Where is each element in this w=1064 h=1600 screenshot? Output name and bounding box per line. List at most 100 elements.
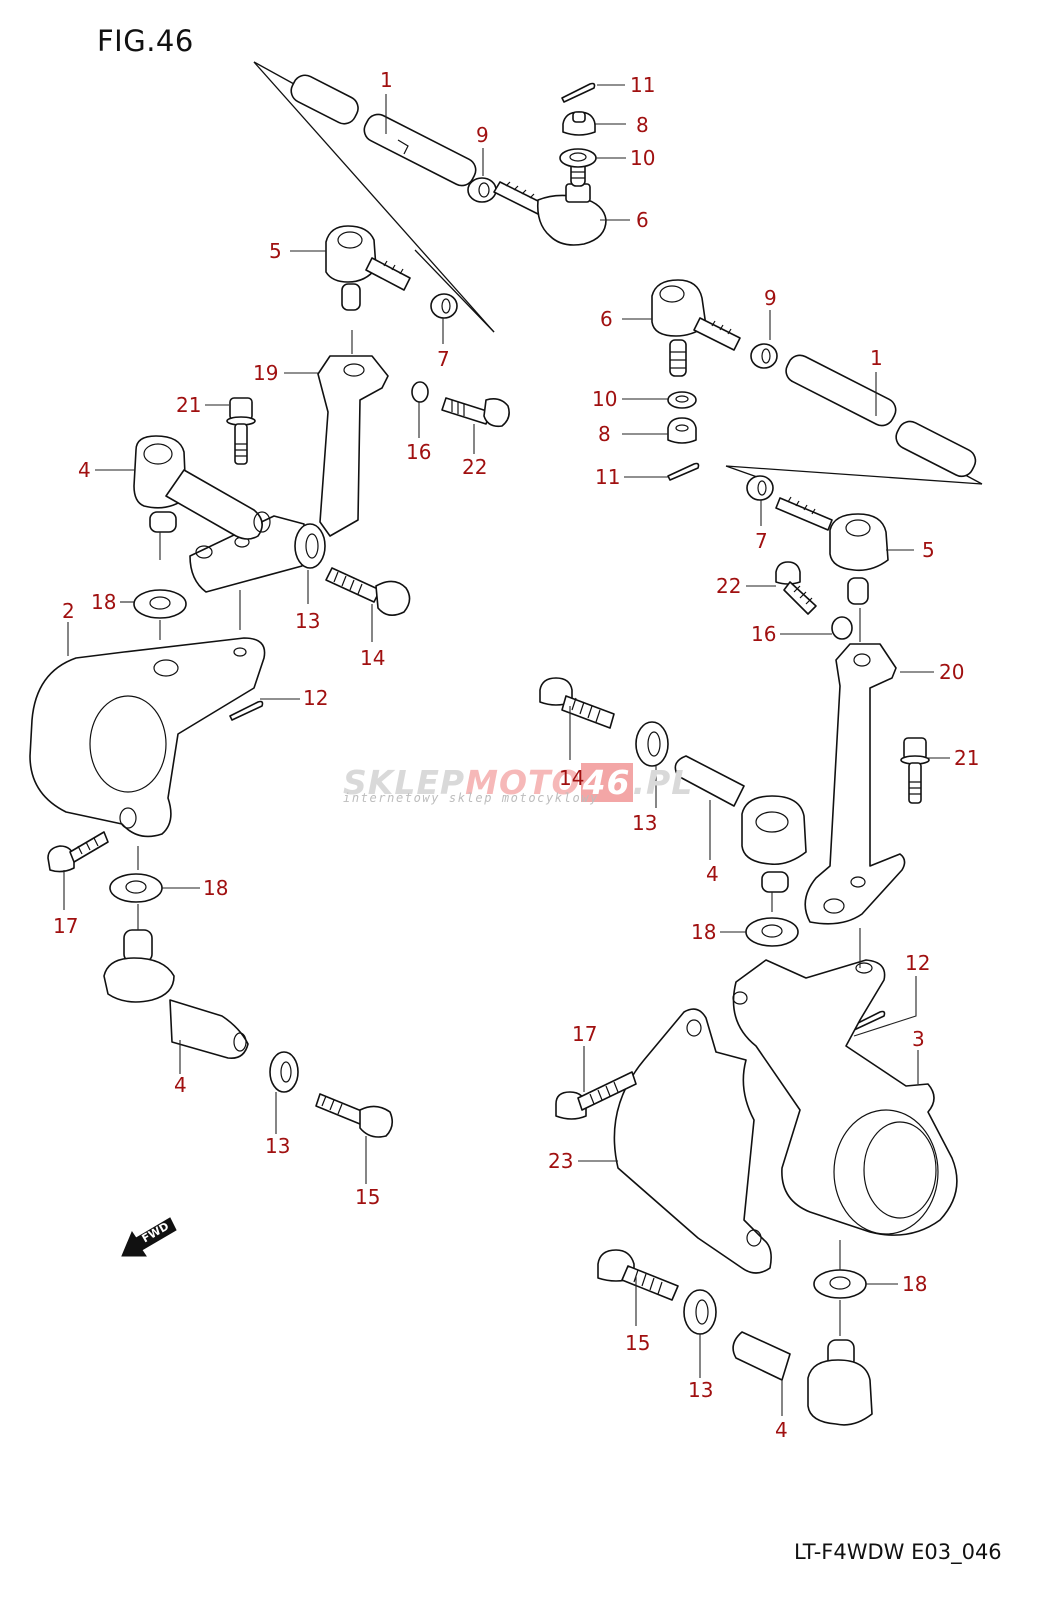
washer-13-lower-left[interactable] bbox=[269, 1051, 299, 1093]
callout-part-18[interactable]: 18 bbox=[902, 1272, 928, 1296]
brake-cover-23[interactable] bbox=[613, 1008, 772, 1274]
callout-part-10[interactable]: 10 bbox=[630, 146, 656, 170]
bolt-21-right[interactable] bbox=[900, 737, 930, 804]
tie-rod-end-6-right[interactable] bbox=[651, 279, 741, 377]
bolt-14-right[interactable] bbox=[539, 677, 615, 729]
callout-part-12[interactable]: 12 bbox=[303, 686, 329, 710]
bolt-22-right[interactable] bbox=[775, 561, 817, 615]
tie-rod-end-6-upper[interactable] bbox=[493, 157, 607, 246]
tie-rod-end-5-left[interactable] bbox=[325, 225, 411, 311]
tie-rod-upper[interactable] bbox=[287, 71, 480, 190]
callout-part-16[interactable]: 16 bbox=[751, 622, 777, 646]
callout-part-23[interactable]: 23 bbox=[548, 1149, 574, 1173]
callout-part-10[interactable]: 10 bbox=[592, 387, 618, 411]
washer-18-left-upper[interactable] bbox=[133, 589, 187, 619]
tie-rod-end-5-right[interactable] bbox=[775, 496, 889, 605]
callout-part-13[interactable]: 13 bbox=[688, 1378, 714, 1402]
callout-part-17[interactable]: 17 bbox=[53, 914, 79, 938]
ball-joint-4-right-lower[interactable] bbox=[732, 1331, 873, 1426]
washer-18-right-lower[interactable] bbox=[813, 1269, 867, 1299]
callout-part-1[interactable]: 1 bbox=[870, 346, 883, 370]
callout-part-12[interactable]: 12 bbox=[905, 951, 931, 975]
washer-13-upper-left[interactable] bbox=[294, 523, 326, 569]
callout-part-15[interactable]: 15 bbox=[625, 1331, 651, 1355]
ball-joint-4-upper-left[interactable] bbox=[133, 435, 271, 540]
callout-part-21[interactable]: 21 bbox=[176, 393, 202, 417]
washer-10-upper[interactable] bbox=[559, 148, 597, 168]
bolt-15-right[interactable] bbox=[597, 1249, 679, 1301]
callout-part-19[interactable]: 19 bbox=[253, 361, 279, 385]
knuckle-2-left[interactable] bbox=[29, 637, 266, 838]
callout-part-21[interactable]: 21 bbox=[954, 746, 980, 770]
cotter-pin-11-upper[interactable] bbox=[561, 82, 596, 103]
cotter-pin-12-right[interactable] bbox=[851, 1010, 886, 1031]
castle-nut-8-upper[interactable] bbox=[562, 111, 596, 136]
callout-part-4[interactable]: 4 bbox=[78, 458, 91, 482]
model-code: LT-F4WDW E03_046 bbox=[794, 1540, 1002, 1564]
callout-part-17[interactable]: 17 bbox=[572, 1022, 598, 1046]
callout-part-16[interactable]: 16 bbox=[406, 440, 432, 464]
callout-part-4[interactable]: 4 bbox=[706, 862, 719, 886]
callout-part-20[interactable]: 20 bbox=[939, 660, 965, 684]
callout-part-9[interactable]: 9 bbox=[476, 123, 489, 147]
callout-part-1[interactable]: 1 bbox=[380, 68, 393, 92]
callout-part-5[interactable]: 5 bbox=[922, 538, 935, 562]
tie-rod-right[interactable] bbox=[782, 351, 980, 480]
washer-18-left-lower[interactable] bbox=[109, 873, 163, 903]
cotter-pin-11-right[interactable] bbox=[667, 462, 700, 481]
callout-part-6[interactable]: 6 bbox=[636, 208, 649, 232]
lock-nut-9-upper[interactable] bbox=[467, 177, 497, 203]
callout-part-2[interactable]: 2 bbox=[62, 599, 75, 623]
callout-part-8[interactable]: 8 bbox=[636, 113, 649, 137]
callout-part-14[interactable]: 14 bbox=[360, 646, 386, 670]
callout-part-7[interactable]: 7 bbox=[437, 347, 450, 371]
cotter-pin-12-left[interactable] bbox=[229, 700, 264, 721]
ball-joint-4-right-upper[interactable] bbox=[674, 755, 807, 893]
callout-part-18[interactable]: 18 bbox=[203, 876, 229, 900]
callout-part-6[interactable]: 6 bbox=[600, 307, 613, 331]
callout-part-11[interactable]: 11 bbox=[595, 465, 621, 489]
callout-part-8[interactable]: 8 bbox=[598, 422, 611, 446]
bolt-14-left[interactable] bbox=[325, 567, 411, 616]
callout-part-4[interactable]: 4 bbox=[174, 1073, 187, 1097]
callout-part-7[interactable]: 7 bbox=[755, 529, 768, 553]
callout-part-13[interactable]: 13 bbox=[295, 609, 321, 633]
leader-lines bbox=[63, 84, 950, 1416]
knuckle-3-right[interactable] bbox=[732, 959, 958, 1236]
callout-part-13[interactable]: 13 bbox=[265, 1134, 291, 1158]
washer-10-right[interactable] bbox=[667, 391, 697, 409]
bolt-17-right[interactable] bbox=[555, 1071, 637, 1120]
pitman-arm-20[interactable] bbox=[804, 643, 906, 925]
callout-part-18[interactable]: 18 bbox=[691, 920, 717, 944]
callout-part-5[interactable]: 5 bbox=[269, 239, 282, 263]
watermark-logo: SKLEPMOTO46.PL bbox=[343, 763, 693, 802]
washer-18-right-upper[interactable] bbox=[745, 917, 799, 947]
nut-7-left[interactable] bbox=[430, 293, 458, 319]
callout-part-4[interactable]: 4 bbox=[775, 1418, 788, 1442]
nut-7-right[interactable] bbox=[746, 475, 774, 501]
lock-nut-9-right[interactable] bbox=[750, 343, 778, 369]
bolt-21-left[interactable] bbox=[226, 397, 256, 465]
callout-part-18[interactable]: 18 bbox=[91, 590, 117, 614]
bolt-17-left[interactable] bbox=[47, 831, 109, 873]
washer-13-right-lower[interactable] bbox=[683, 1289, 717, 1335]
callout-part-22[interactable]: 22 bbox=[462, 455, 488, 479]
pitman-arm-19[interactable] bbox=[189, 355, 389, 593]
watermark-tagline: internetowy sklep motocyklowy bbox=[343, 791, 599, 805]
ball-joint-4-lower-left[interactable] bbox=[103, 929, 249, 1060]
castle-nut-8-right[interactable] bbox=[667, 417, 697, 444]
callout-part-3[interactable]: 3 bbox=[912, 1027, 925, 1051]
bolt-15-left[interactable] bbox=[315, 1093, 394, 1138]
callout-part-14[interactable]: 14 bbox=[559, 766, 585, 790]
callout-part-15[interactable]: 15 bbox=[355, 1185, 381, 1209]
callout-part-13[interactable]: 13 bbox=[632, 811, 658, 835]
forward-arrow-icon bbox=[121, 1217, 177, 1257]
callout-part-9[interactable]: 9 bbox=[764, 286, 777, 310]
washer-16-right[interactable] bbox=[831, 616, 853, 640]
washer-13-right-upper[interactable] bbox=[635, 721, 669, 767]
bolt-22-left[interactable] bbox=[441, 397, 510, 428]
washer-16-left[interactable] bbox=[411, 381, 429, 403]
callout-part-11[interactable]: 11 bbox=[630, 73, 656, 97]
callout-part-22[interactable]: 22 bbox=[716, 574, 742, 598]
